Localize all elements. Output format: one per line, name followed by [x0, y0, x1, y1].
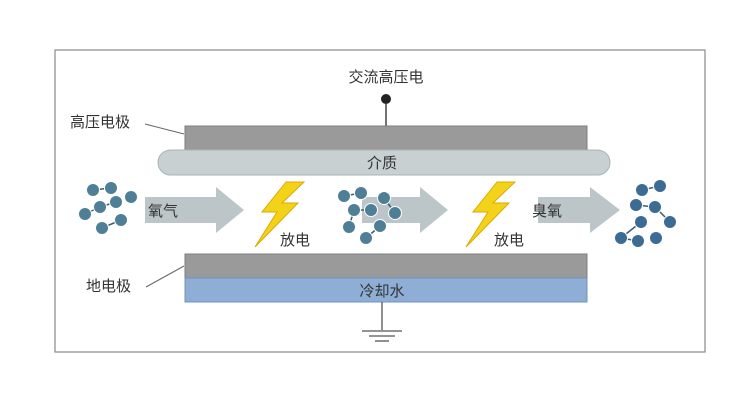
molecule-icon: [388, 206, 402, 220]
discharge-label-1: 放电: [280, 231, 310, 249]
terminal-dot: [381, 94, 391, 104]
molecule-icon: [634, 215, 648, 229]
dielectric-label: 介质: [367, 154, 397, 172]
molecule-icon: [354, 186, 368, 200]
molecule-icon: [342, 220, 356, 234]
lightning-bolt-icon: [254, 181, 306, 248]
cooling-water-layer: [184, 277, 588, 303]
mixed-molecules: [337, 186, 402, 245]
ground-electrode-label: 地电极: [86, 277, 131, 295]
molecule-icon: [631, 234, 645, 248]
molecule-icon: [124, 190, 138, 204]
ground-electrode-leader: [145, 265, 185, 288]
molecule-icon: [93, 200, 107, 214]
dielectric-layer: [157, 149, 611, 176]
molecule-icon: [337, 189, 351, 203]
discharge-label-2: 放电: [494, 231, 524, 249]
ozone-molecules: [614, 179, 677, 248]
molecule-icon: [114, 213, 128, 227]
ozone-label: 臭氧: [532, 202, 562, 220]
molecule-icon: [86, 183, 100, 197]
oxygen-label: 氧气: [148, 202, 178, 220]
molecule-icon: [649, 231, 663, 245]
molecule-icon: [629, 198, 643, 212]
molecule-icon: [78, 207, 92, 221]
molecule-icon: [373, 219, 387, 233]
molecule-icon: [364, 203, 378, 217]
molecule-icon: [95, 221, 109, 235]
molecule-icon: [109, 195, 123, 209]
oxygen-molecules: [78, 181, 138, 235]
high-voltage-electrode-leader: [144, 123, 185, 135]
high-voltage-electrode-label: 高压电极: [70, 113, 130, 131]
molecule-icon: [648, 200, 662, 214]
high-voltage-electrode: [184, 125, 588, 153]
molecule-icon: [359, 231, 373, 245]
ground-electrode: [184, 253, 588, 279]
molecule-icon: [377, 191, 391, 205]
diagram-frame: [54, 49, 706, 353]
molecule-icon: [104, 181, 118, 195]
flow-arrow-3: [538, 187, 620, 233]
ground-symbol-icon: [362, 302, 402, 342]
molecule-icon: [635, 183, 649, 197]
molecule-icon: [614, 231, 628, 245]
cooling-water-label: 冷却水: [359, 282, 404, 300]
molecule-icon: [347, 203, 361, 217]
lightning-bolt-icon: [465, 181, 517, 248]
molecule-icon: [653, 179, 667, 193]
molecule-icon: [663, 215, 677, 229]
flow-arrow-1: [145, 187, 244, 233]
ac-high-voltage-label: 交流高压电: [348, 68, 423, 86]
